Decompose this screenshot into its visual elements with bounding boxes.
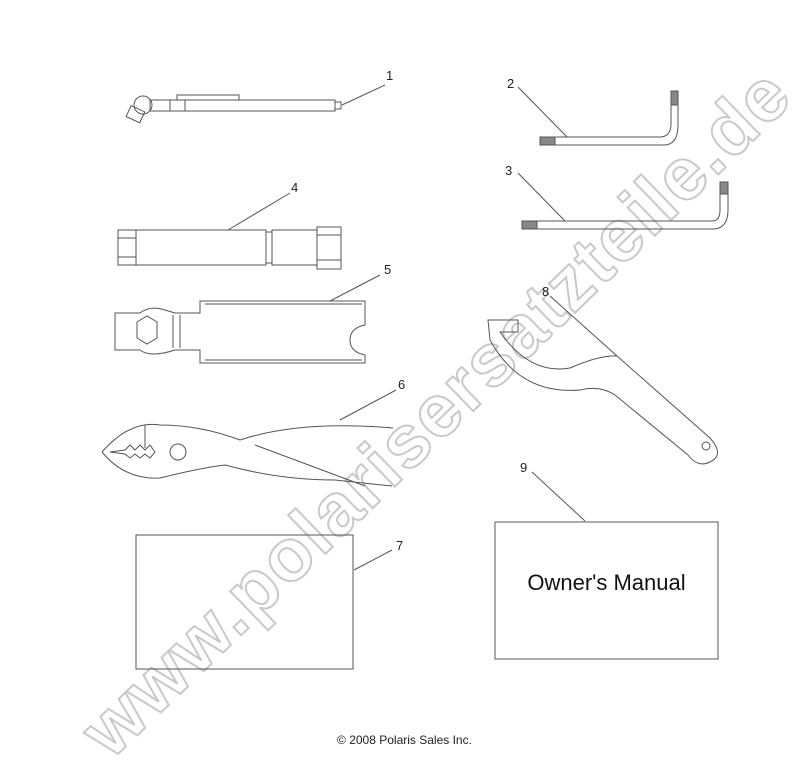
part-6-pliers[interactable] [101,389,397,487]
part-2-hex-key[interactable] [517,86,679,146]
callout-5: 5 [384,262,392,277]
part-5-wrench[interactable] [114,274,381,364]
callout-6: 6 [398,377,406,392]
part-4-socket-wrench[interactable] [117,192,342,270]
owners-manual-label: Owner's Manual [527,570,686,595]
copyright-text: © 2008 Polaris Sales Inc. [337,733,472,747]
part-3-hex-key[interactable] [517,172,729,230]
part-1-tire-gauge[interactable] [125,84,386,124]
part-9-owners-manual[interactable] [494,471,719,660]
callout-8: 8 [542,284,550,299]
callout-3: 3 [505,163,513,178]
callout-4: 4 [291,180,299,195]
callout-1: 1 [386,68,394,83]
part-7-card[interactable] [135,534,393,670]
callout-7: 7 [396,538,404,553]
callout-2: 2 [507,76,515,91]
callout-9: 9 [520,460,528,475]
part-8-spanner[interactable] [487,295,718,465]
